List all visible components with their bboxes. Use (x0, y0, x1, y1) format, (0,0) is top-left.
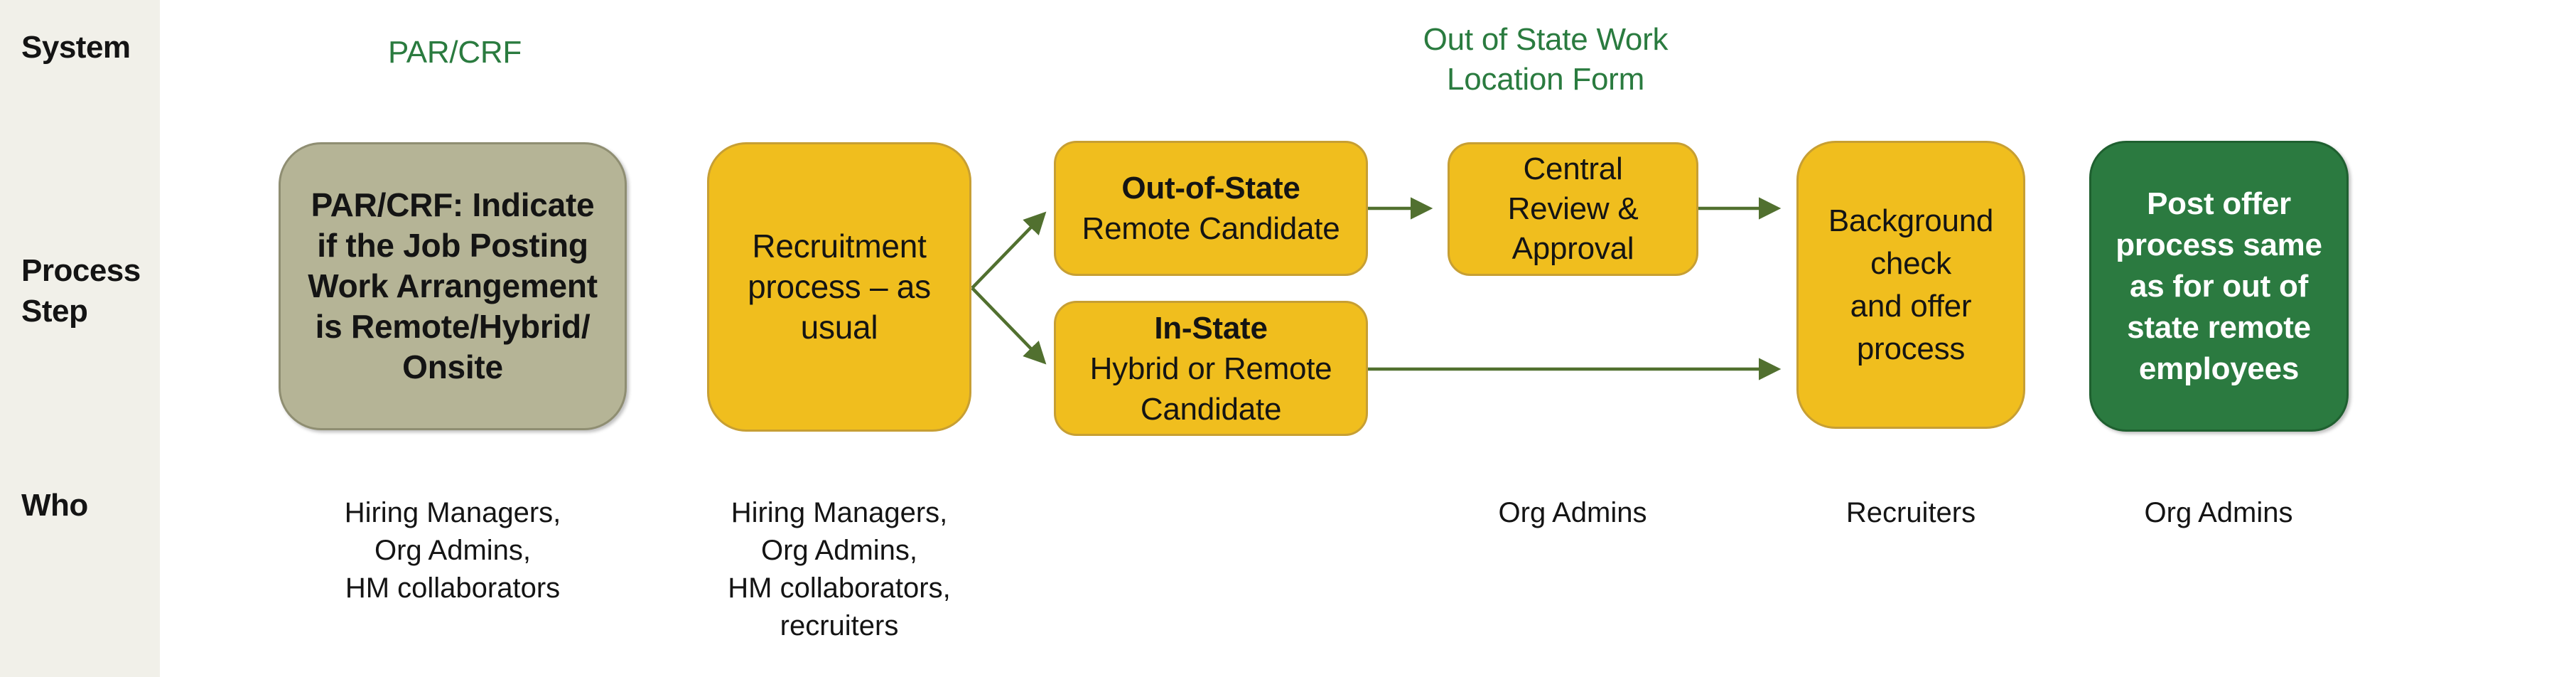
arrow-recruitment-to-in-state (971, 287, 1047, 365)
arrow-recruitment-to-out-of-state (971, 211, 1047, 289)
row-label-column (0, 0, 160, 677)
who-label-background-check: Recruiters (1845, 497, 1976, 528)
who-label-central-review: Org Admins (1498, 497, 1647, 528)
process-box-in-state-title: In-State (1154, 310, 1268, 346)
process-box-out-of-state: Out-of-State Remote Candidate (1054, 141, 1368, 276)
who-label-recruitment: Hiring Managers,Org Admins,HM collaborat… (728, 497, 951, 641)
system-header-par-crf: PAR/CRF (387, 35, 522, 70)
process-box-out-of-state-title: Out-of-State (1121, 171, 1300, 206)
who-label-par-crf-step: Hiring Managers,Org Admins,HM collaborat… (344, 497, 561, 604)
row-label-who: Who (21, 488, 88, 523)
who-label-post-offer: Org Admins (2144, 497, 2293, 528)
row-label-system: System (21, 30, 131, 65)
row-label-process-step: Process Step (21, 253, 141, 329)
process-box-out-of-state-subtitle: Remote Candidate (1082, 211, 1340, 246)
